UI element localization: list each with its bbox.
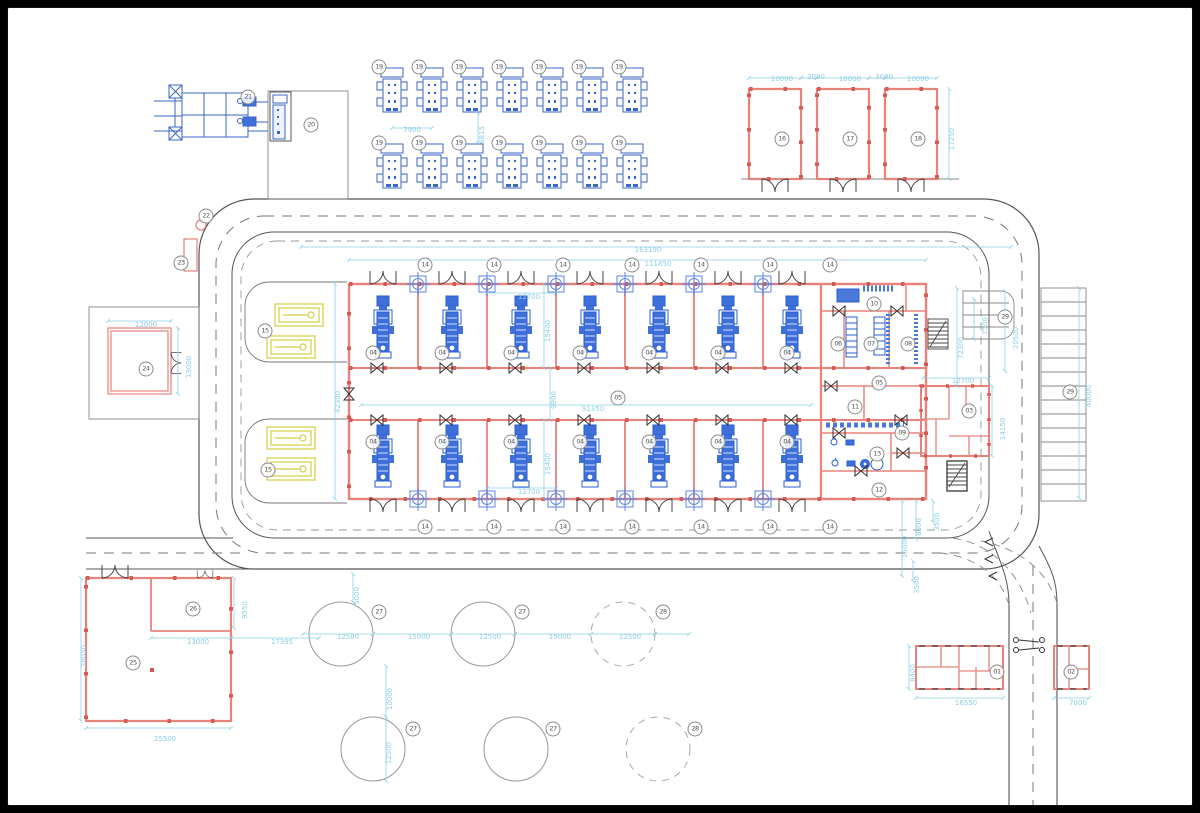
stair-symbols xyxy=(927,318,968,492)
dimension-lines xyxy=(78,75,1092,784)
switchyard-symbols xyxy=(154,84,292,142)
drawing-sheet: 19 19 19 19 19 19 19 19 19 19 19 19 19 1… xyxy=(7,7,1193,806)
fuel-tanks xyxy=(308,601,691,782)
service-pads xyxy=(244,281,347,504)
site-plan-linework xyxy=(78,67,1092,805)
door-symbols xyxy=(101,178,1045,653)
window-marks xyxy=(919,645,1087,690)
equipment-layer xyxy=(266,67,918,512)
